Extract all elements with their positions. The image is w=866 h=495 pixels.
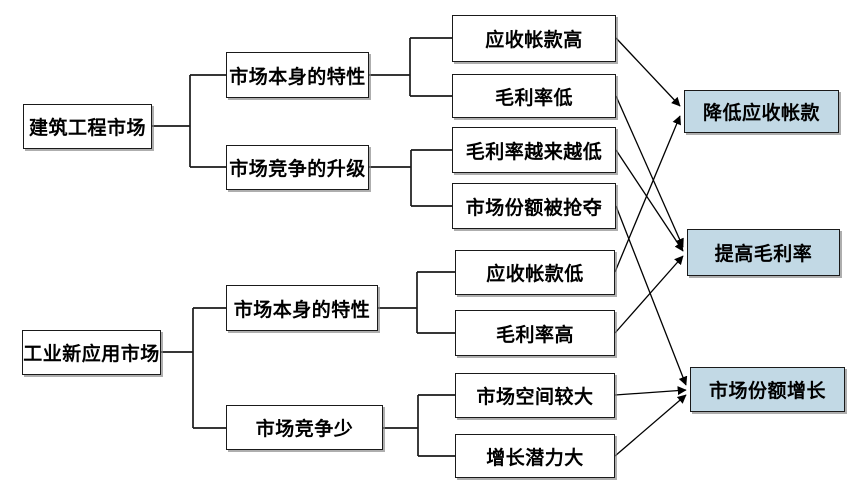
node-high-receivables: 应收帐款高 [452,15,616,62]
node-construction-market: 建筑工程市场 [23,104,152,149]
node-high-gross-margin: 毛利率高 [455,310,615,356]
goal-increase-gross-margin: 提高毛利率 [687,229,840,276]
node-large-market-space: 市场空间较大 [455,373,615,418]
node-competition-upgrade: 市场竞争的升级 [226,145,369,190]
node-industrial-market: 工业新应用市场 [22,330,161,375]
goal-reduce-receivables: 降低应收帐款 [684,90,839,133]
node-market-characteristics-bottom: 市场本身的特性 [226,285,378,331]
tree-connectors [152,37,455,457]
node-market-characteristics-top: 市场本身的特性 [226,52,369,98]
node-market-share-seized: 市场份额被抢夺 [452,183,616,229]
node-low-competition: 市场竞争少 [226,405,383,450]
goal-arrows [614,37,688,457]
node-low-gross-margin: 毛利率低 [452,74,616,118]
node-low-receivables: 应收帐款低 [455,250,615,295]
node-high-growth-potential: 增长潜力大 [455,434,615,478]
node-declining-gross-margin: 毛利率越来越低 [452,127,616,173]
goal-market-share-growth: 市场份额增长 [690,367,845,412]
